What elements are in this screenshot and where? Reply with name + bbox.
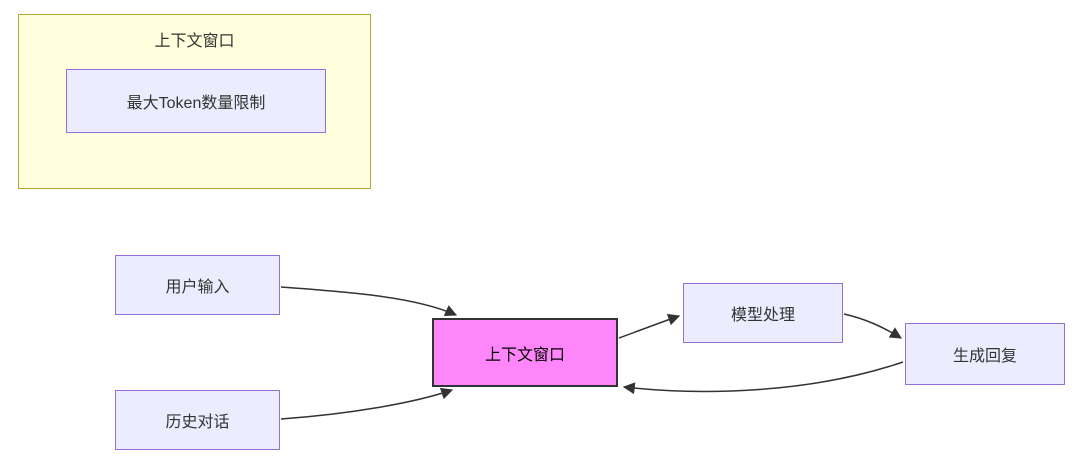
node-history-dialog: 历史对话 xyxy=(115,390,280,450)
node-max-token-limit: 最大Token数量限制 xyxy=(66,69,326,133)
edge-history-to-context xyxy=(280,387,454,420)
node-model-process: 模型处理 xyxy=(683,283,843,343)
node-user-input: 用户输入 xyxy=(115,255,280,315)
edge-user-input-to-context xyxy=(280,286,458,317)
edge-context-to-model xyxy=(618,313,681,339)
node-context-window: 上下文窗口 xyxy=(432,318,618,387)
subgraph-title: 上下文窗口 xyxy=(154,33,235,50)
edge-model-to-reply xyxy=(843,313,903,339)
node-generate-reply: 生成回复 xyxy=(905,323,1065,385)
subgraph-context-window: 上下文窗口 最大Token数量限制 xyxy=(18,14,371,189)
edge-reply-to-context xyxy=(622,361,904,395)
